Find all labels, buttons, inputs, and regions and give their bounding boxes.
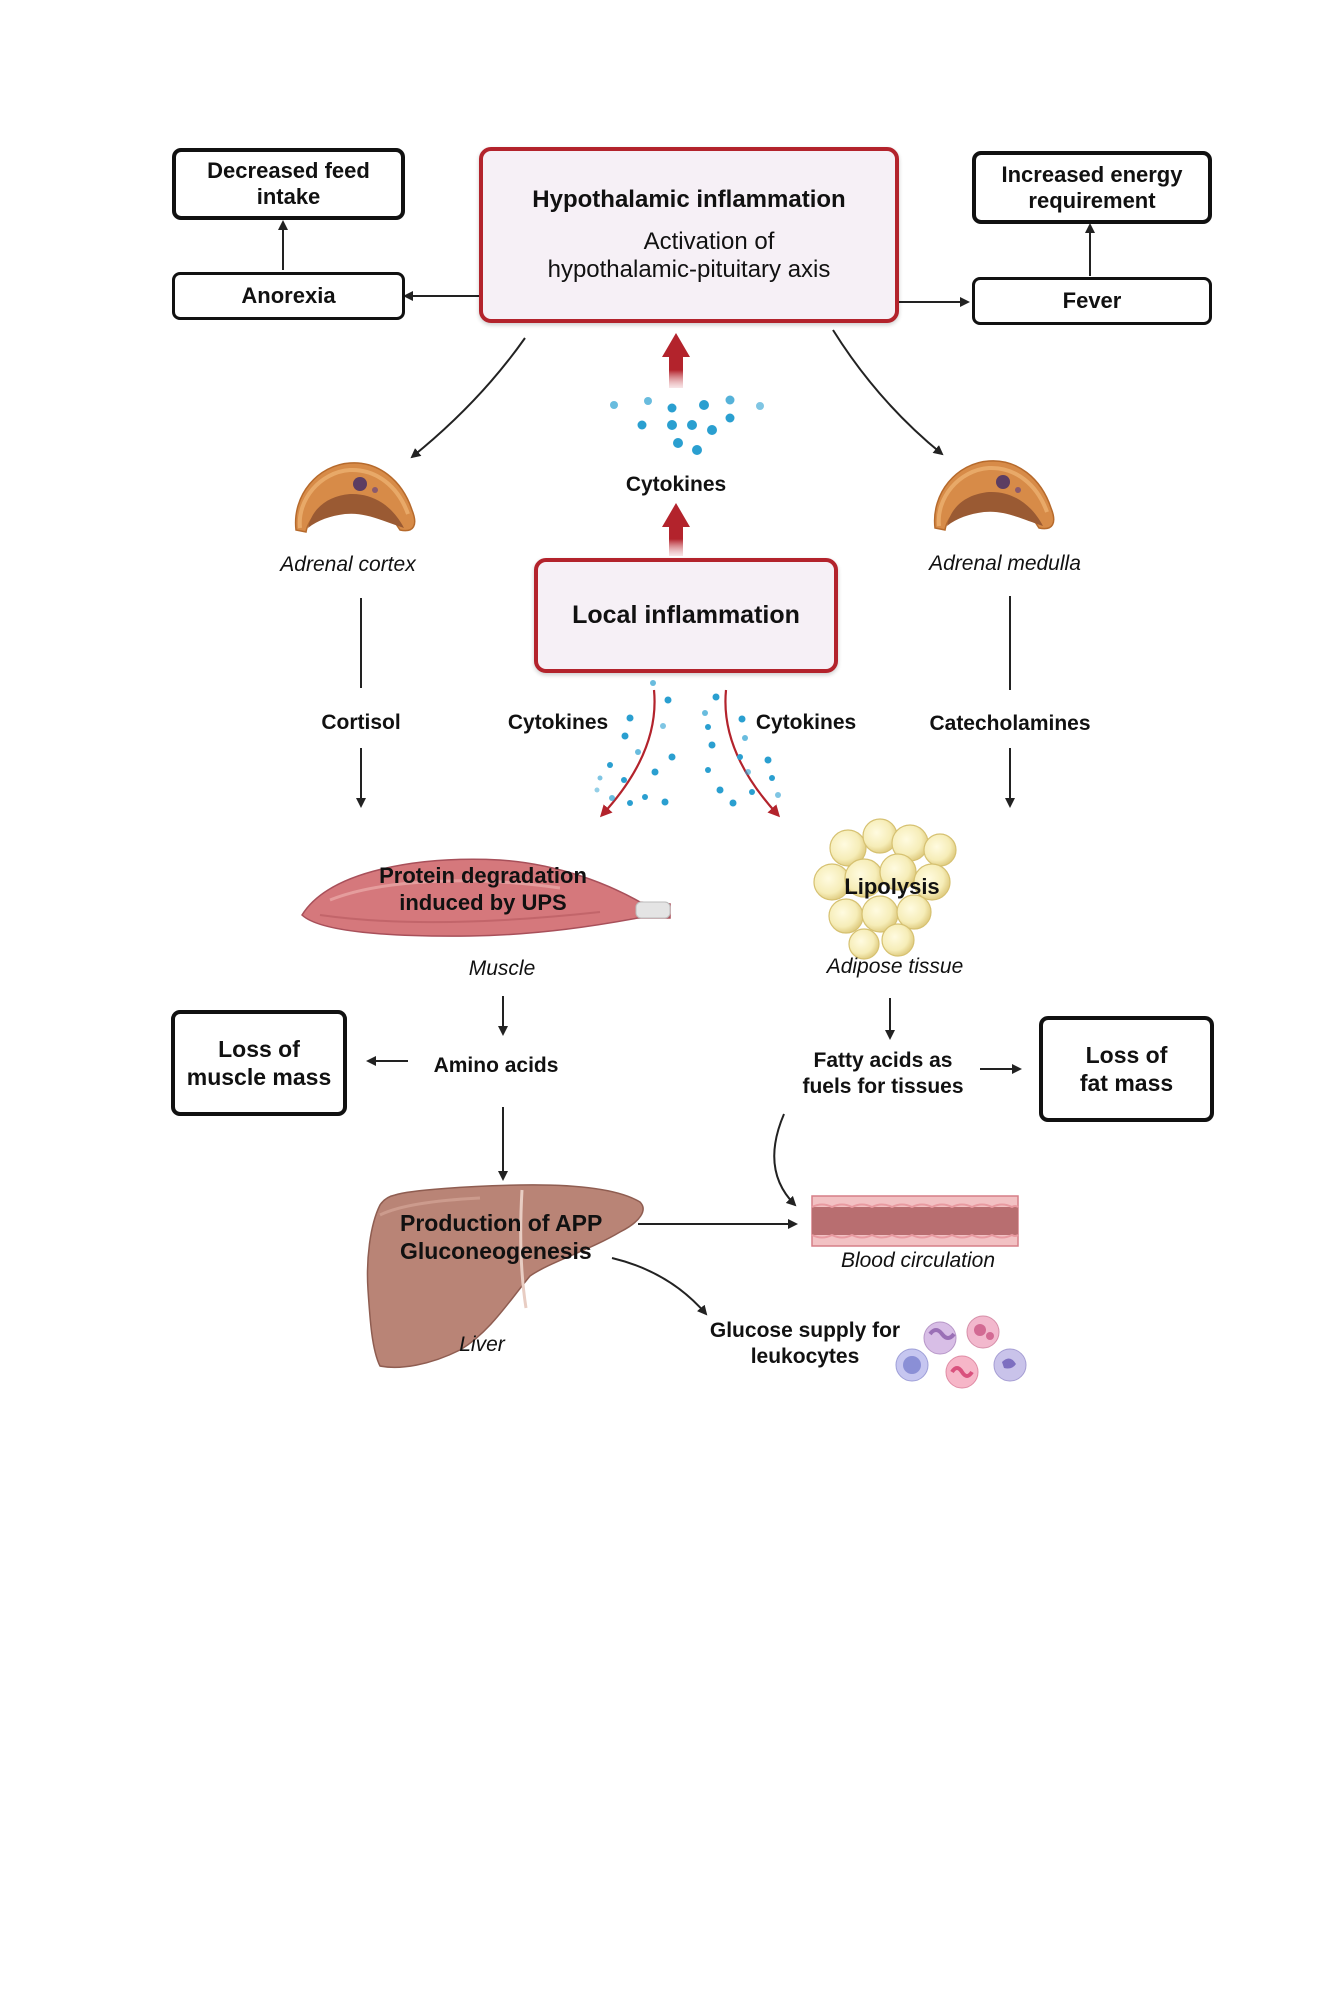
glucose-supply-line1: Glucose supply for bbox=[709, 1319, 901, 1342]
loss-fat-line1: Loss of bbox=[1085, 1042, 1168, 1068]
protein-degradation-line2: induced by UPS bbox=[399, 890, 567, 915]
hypothalamic-line2: hypothalamic-pituitary axis bbox=[547, 256, 831, 283]
amino-acids-label: Amino acids bbox=[433, 1054, 559, 1077]
red-arrow-cytokines-left bbox=[599, 689, 656, 818]
cytokines-left-label: Cytokines bbox=[507, 711, 609, 734]
arrow-liver-to-glucose bbox=[611, 1257, 708, 1316]
cytokine-dots-top bbox=[610, 395, 764, 455]
hypothalamic-title: Hypothalamic inflammation bbox=[532, 186, 846, 213]
liver-production-line2: Gluconeogenesis bbox=[400, 1238, 592, 1264]
red-arrow-cytokines-right bbox=[724, 689, 781, 818]
fatty-acids-label: Fatty acids as fuels for tissues bbox=[790, 1048, 976, 1100]
decreased-feed-line1: Decreased feed bbox=[207, 158, 370, 183]
cytokine-dots-left bbox=[594, 680, 676, 806]
muscle-image bbox=[301, 858, 671, 937]
anorexia-label: Anorexia bbox=[241, 283, 336, 308]
cortisol-label: Cortisol bbox=[321, 711, 401, 734]
increased-energy-box: Increased energy requirement bbox=[972, 151, 1212, 224]
blood-vessel-image bbox=[811, 1195, 1019, 1247]
cytokines-top-label: Cytokines bbox=[625, 473, 727, 496]
adrenal-medulla-label: Adrenal medulla bbox=[929, 552, 1081, 575]
increased-energy-line1: Increased energy bbox=[1001, 161, 1183, 187]
liver-production-label: Production of APP Gluconeogenesis bbox=[400, 1209, 610, 1265]
hypothalamic-inflammation-box: Hypothalamic inflammation Activation of … bbox=[479, 147, 899, 323]
liver-image bbox=[366, 1184, 644, 1369]
adipose-image bbox=[813, 818, 957, 960]
glucose-supply-label: Glucose supply for leukocytes bbox=[700, 1318, 910, 1370]
liver-production-line1: Production of APP bbox=[400, 1210, 603, 1236]
decreased-feed-box: Decreased feed intake bbox=[172, 148, 405, 220]
blood-circulation-label: Blood circulation bbox=[840, 1249, 996, 1272]
protein-degradation-label: Protein degradation induced by UPS bbox=[368, 862, 598, 916]
loss-muscle-line1: Loss of bbox=[218, 1036, 300, 1062]
loss-muscle-line2: muscle mass bbox=[186, 1064, 332, 1090]
red-arrow-from-local-inflammation bbox=[662, 503, 690, 556]
loss-fat-line2: fat mass bbox=[1079, 1070, 1174, 1096]
leukocytes-image bbox=[895, 1315, 1027, 1389]
adipose-tissue-label: Adipose tissue bbox=[826, 955, 964, 978]
red-arrow-to-hypothalamus bbox=[662, 333, 690, 388]
hypothalamic-line1: Activation of bbox=[643, 228, 775, 255]
arrow-to-adrenal-cortex bbox=[410, 337, 526, 459]
local-inflammation-label: Local inflammation bbox=[572, 601, 800, 629]
loss-fat-mass-box: Loss of fat mass bbox=[1039, 1016, 1214, 1122]
adrenal-medulla-image bbox=[933, 460, 1055, 531]
fatty-acids-line1: Fatty acids as bbox=[813, 1049, 953, 1072]
fever-label: Fever bbox=[1062, 288, 1122, 313]
fatty-acids-line2: fuels for tissues bbox=[802, 1075, 964, 1098]
muscle-label: Muscle bbox=[468, 957, 536, 980]
anorexia-box: Anorexia bbox=[172, 272, 405, 320]
increased-energy-line2: requirement bbox=[1028, 187, 1156, 213]
liver-label: Liver bbox=[459, 1333, 505, 1356]
cytokine-dots-right bbox=[702, 693, 781, 807]
lipolysis-label: Lipolysis bbox=[844, 874, 940, 899]
arrow-to-adrenal-medulla bbox=[832, 329, 944, 456]
local-inflammation-box: Local inflammation bbox=[534, 558, 838, 673]
glucose-supply-line2: leukocytes bbox=[750, 1345, 860, 1368]
adrenal-cortex-label: Adrenal cortex bbox=[280, 553, 416, 576]
fever-box: Fever bbox=[972, 277, 1212, 325]
arrow-fatty-acids-to-blood bbox=[773, 1113, 797, 1207]
catecholamines-label: Catecholamines bbox=[929, 712, 1091, 735]
loss-muscle-mass-box: Loss of muscle mass bbox=[171, 1010, 347, 1116]
cytokines-right-label: Cytokines bbox=[755, 711, 857, 734]
protein-degradation-line1: Protein degradation bbox=[379, 863, 587, 888]
decreased-feed-line2: intake bbox=[256, 184, 321, 209]
adrenal-cortex-image bbox=[294, 462, 416, 533]
